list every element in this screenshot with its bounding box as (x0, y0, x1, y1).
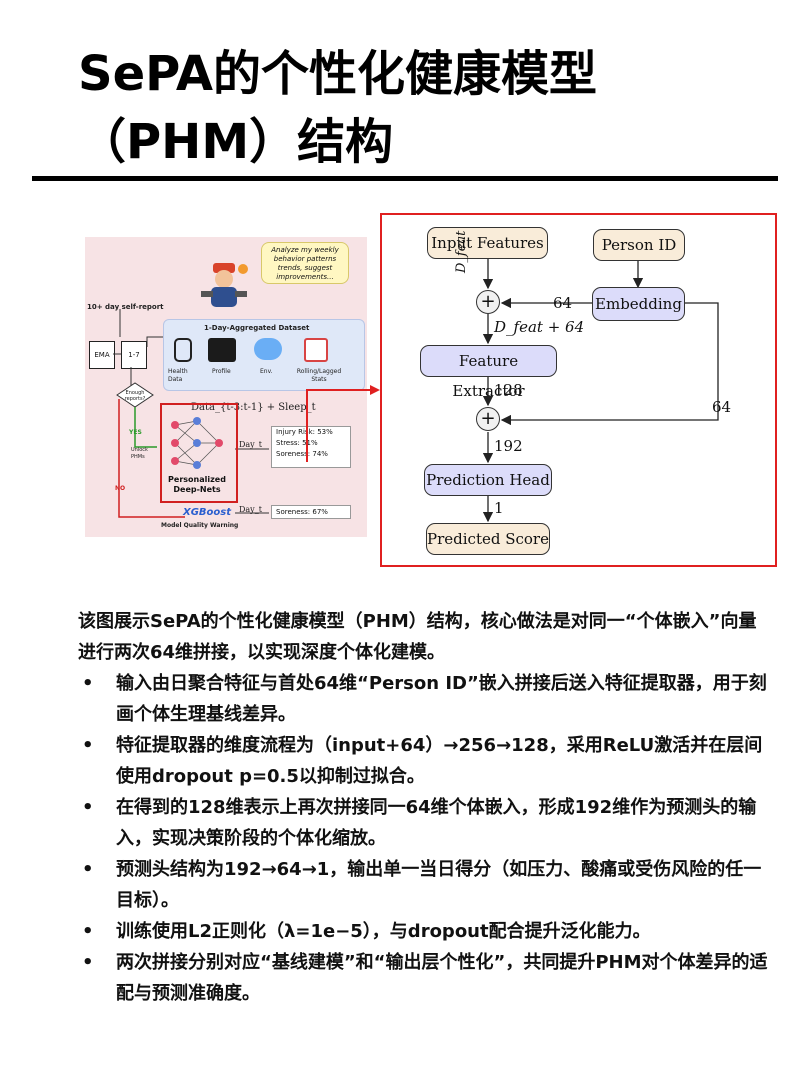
predicted-score-node: Predicted Score (426, 523, 550, 555)
edge-label-64-a: 64 (553, 294, 573, 312)
bullet-marker: • (82, 797, 94, 818)
bullet-text: 在得到的128维表示上再次拼接同一64维个体嵌入，形成192维作为预测头的输入，… (116, 797, 757, 849)
bullet-marker: • (82, 673, 94, 694)
unlock-phms-label: Unlock PHMs (131, 447, 148, 460)
calendar-icon (304, 338, 328, 362)
day-label: Day_t (239, 440, 262, 449)
phm-architecture-diagram: Input Features Person ID + Embedding Fea… (380, 213, 777, 567)
person-id-node: Person ID (593, 229, 685, 261)
bullet-text: 两次拼接分别对应“基线建模”和“输出层个性化”，共同提升PHM对个体差异的适配与… (116, 952, 768, 1004)
edge-label-1: 1 (494, 499, 504, 517)
bullet-item: • 两次拼接分别对应“基线建模”和“输出层个性化”，共同提升PHM对个体差异的适配… (78, 947, 768, 1009)
data-formula: Data_{t-3:t-1} + Sleep_t (191, 402, 316, 413)
enough-reports-label: Enough reports? (124, 390, 146, 402)
personalized-net-highlight (160, 403, 238, 503)
bullet-text: 训练使用L2正则化（λ=1e−5），与dropout配合提升泛化能力。 (116, 921, 651, 942)
cloud-icon (254, 338, 282, 360)
network-label: Personalized Deep-Nets (168, 475, 226, 494)
diagram-edges (482, 257, 719, 523)
bullet-text: 输入由日聚合特征与首处64维“Person ID”嵌入拼接后送入特征提取器，用于… (116, 673, 767, 725)
concat-plus-1: + (476, 290, 500, 314)
bullet-text: 特征提取器的维度流程为（input+64）→256→128，采用ReLU激活并在… (116, 735, 763, 787)
dataset-title: 1-Day-Aggregated Dataset (204, 324, 310, 332)
flow-lines (113, 309, 269, 518)
output-injury: Injury Risk: 53% (276, 428, 333, 436)
bullet-item: • 预测头结构为192→64→1，输出单一当日得分（如压力、酸痛或受伤风险的任一目… (78, 854, 768, 916)
dataset-item-profile: Profile (212, 368, 231, 375)
bullet-marker: • (82, 735, 94, 756)
bullet-marker: • (82, 921, 94, 942)
xgboost-label: XGBoost (183, 507, 232, 518)
title-divider (32, 176, 778, 181)
title-line-1: SePA的个性化健康模型 (78, 46, 598, 102)
dataset-item-env: Env. (260, 368, 273, 375)
output-stress: Stress: 51% (276, 439, 318, 447)
dataset-item-stats: Rolling/Lagged Stats (296, 368, 342, 383)
ema-label: EMA (94, 351, 110, 359)
bullet-item: • 特征提取器的维度流程为（input+64）→256→128，采用ReLU激活并… (78, 730, 768, 792)
bullet-list: • 输入由日聚合特征与首处64维“Person ID”嵌入拼接后送入特征提取器，用… (78, 668, 768, 1009)
dataset-item-health: Health Data (168, 368, 188, 383)
title-line-2: （PHM）结构 (78, 114, 394, 170)
mascot-icon (201, 263, 248, 307)
embedding-node: Embedding (592, 287, 685, 321)
concat-plus-2: + (476, 407, 500, 431)
page-title: SePA的个性化健康模型 （PHM）结构 (78, 40, 778, 176)
xgb-output-box: Soreness: 67% (271, 505, 351, 519)
model-warning-label: Model Quality Warning (161, 522, 239, 529)
scale-label: 1-7 (128, 351, 140, 359)
summary-paragraph: 该图展示SePA的个性化健康模型（PHM）结构，核心做法是对同一“个体嵌入”向量… (78, 611, 757, 663)
input-features-node: Input Features (427, 227, 548, 259)
bullet-item: • 训练使用L2正则化（λ=1e−5），与dropout配合提升泛化能力。 (78, 916, 768, 947)
prediction-head-node: Prediction Head (424, 464, 552, 496)
self-report-label: 10+ day self-report (87, 303, 164, 311)
network-icon (171, 417, 223, 469)
yes-label: YES (129, 429, 142, 436)
edge-label-64-b: 64 (712, 398, 732, 416)
dataset-panel: 1-Day-Aggregated Dataset Health Data Pro… (163, 319, 365, 391)
bullet-marker: • (82, 952, 94, 973)
feature-extractor-node: Feature Extractor (420, 345, 557, 400)
no-label: NO (115, 485, 126, 492)
bullet-marker: • (82, 859, 94, 880)
bullet-item: • 在得到的128维表示上再次拼接同一64维个体嵌入，形成192维作为预测头的输入… (78, 792, 768, 854)
ema-box: EMA (89, 341, 115, 369)
output-soreness: Soreness: 74% (276, 450, 328, 458)
edge-label-128: 128 (494, 381, 523, 399)
edge-label-192: 192 (494, 437, 523, 455)
workflow-figure: Analyze my weekly behavior patterns tren… (85, 237, 367, 537)
outputs-box: Injury Risk: 53% Stress: 51% Soreness: 7… (271, 426, 351, 468)
d-feat-label: D_feat (454, 230, 469, 273)
xgb-day-label: Day_t (239, 505, 262, 514)
health-icon (174, 338, 192, 362)
profile-icon (208, 338, 236, 362)
edge-label-dfeat-64: D_feat + 64 (494, 318, 585, 336)
scale-box: 1-7 (121, 341, 147, 369)
speech-bubble: Analyze my weekly behavior patterns tren… (261, 242, 349, 284)
bullet-text: 预测头结构为192→64→1，输出单一当日得分（如压力、酸痛或受伤风险的任一目标… (116, 859, 762, 911)
bullet-item: • 输入由日聚合特征与首处64维“Person ID”嵌入拼接后送入特征提取器，用… (78, 668, 768, 730)
